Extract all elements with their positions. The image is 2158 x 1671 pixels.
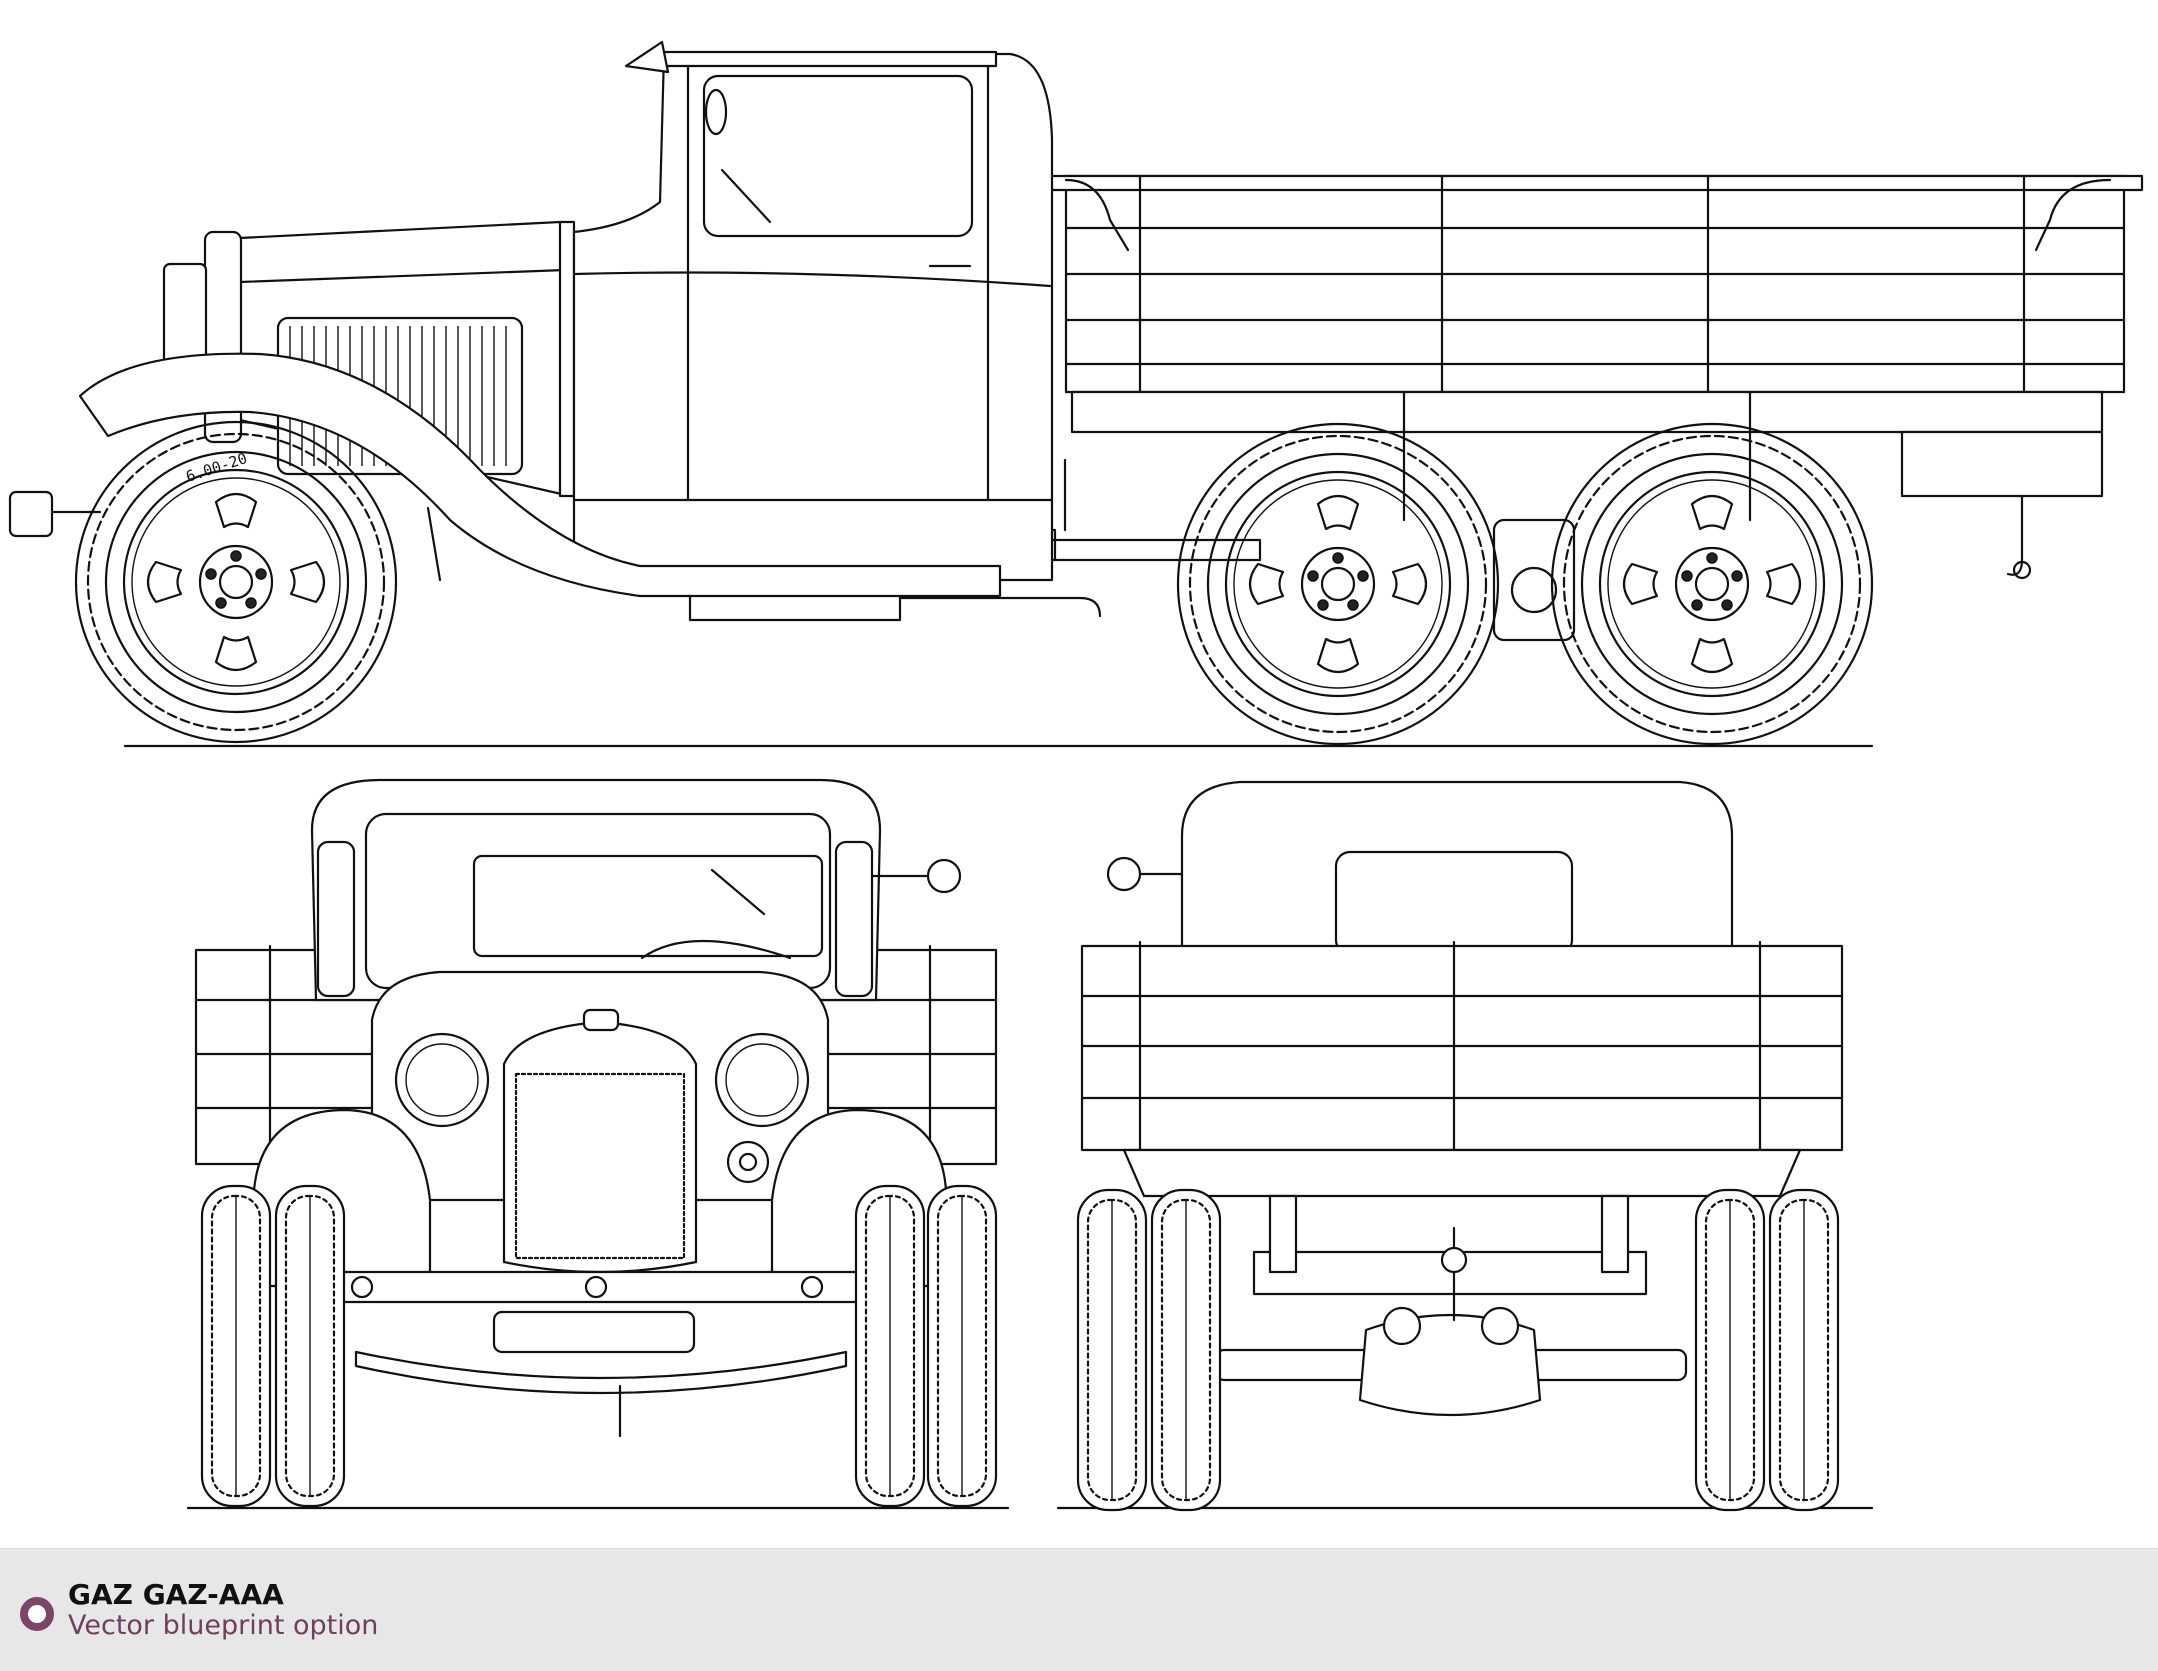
caption-title: GAZ GAZ-AAA bbox=[68, 1578, 284, 1611]
blueprint-drawing: 6.00-20 bbox=[8, 40, 2144, 1512]
truck-side-view bbox=[8, 40, 2144, 748]
bullet-ring-icon bbox=[20, 1597, 54, 1631]
caption-bar bbox=[0, 1548, 2158, 1671]
caption-subtitle: Vector blueprint option bbox=[68, 1610, 379, 1641]
truck-rear-view bbox=[1056, 780, 1874, 1512]
truck-front-view bbox=[186, 778, 1010, 1510]
